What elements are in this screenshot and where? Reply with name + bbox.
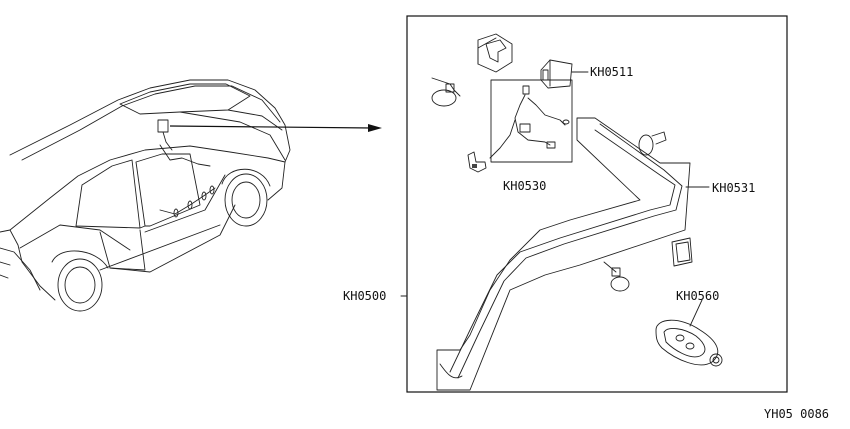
label-kh0531: KH0531 (712, 181, 755, 195)
kh0511-module (540, 59, 573, 89)
figure-id: YH05 0086 (764, 407, 829, 421)
label-kh0560: KH0560 (676, 289, 719, 303)
pad-icon (671, 237, 693, 267)
cable-tie-icon-lower (603, 261, 630, 292)
door-harness-connectors (173, 185, 215, 218)
grommet-block-icon (477, 33, 513, 73)
main-harness-tube (439, 123, 683, 379)
cable-tie-icon-right (638, 131, 667, 156)
reference-arrow (169, 124, 382, 132)
car-illustration (0, 79, 291, 312)
cable-tie-icon (431, 77, 461, 107)
label-kh0500: KH0500 (343, 289, 386, 303)
kh0560-leader (689, 299, 703, 327)
kh0530-sub-harness (489, 85, 570, 159)
parts-panel-frame (406, 15, 788, 393)
label-kh0530: KH0530 (503, 179, 546, 193)
bracket-clip-icon (467, 151, 487, 173)
kh0500-kit-outline (436, 117, 691, 391)
kh0530-sub-harness-box (490, 79, 573, 163)
kh0560-remote-key-fob (655, 319, 723, 367)
label-kh0511: KH0511 (590, 65, 633, 79)
